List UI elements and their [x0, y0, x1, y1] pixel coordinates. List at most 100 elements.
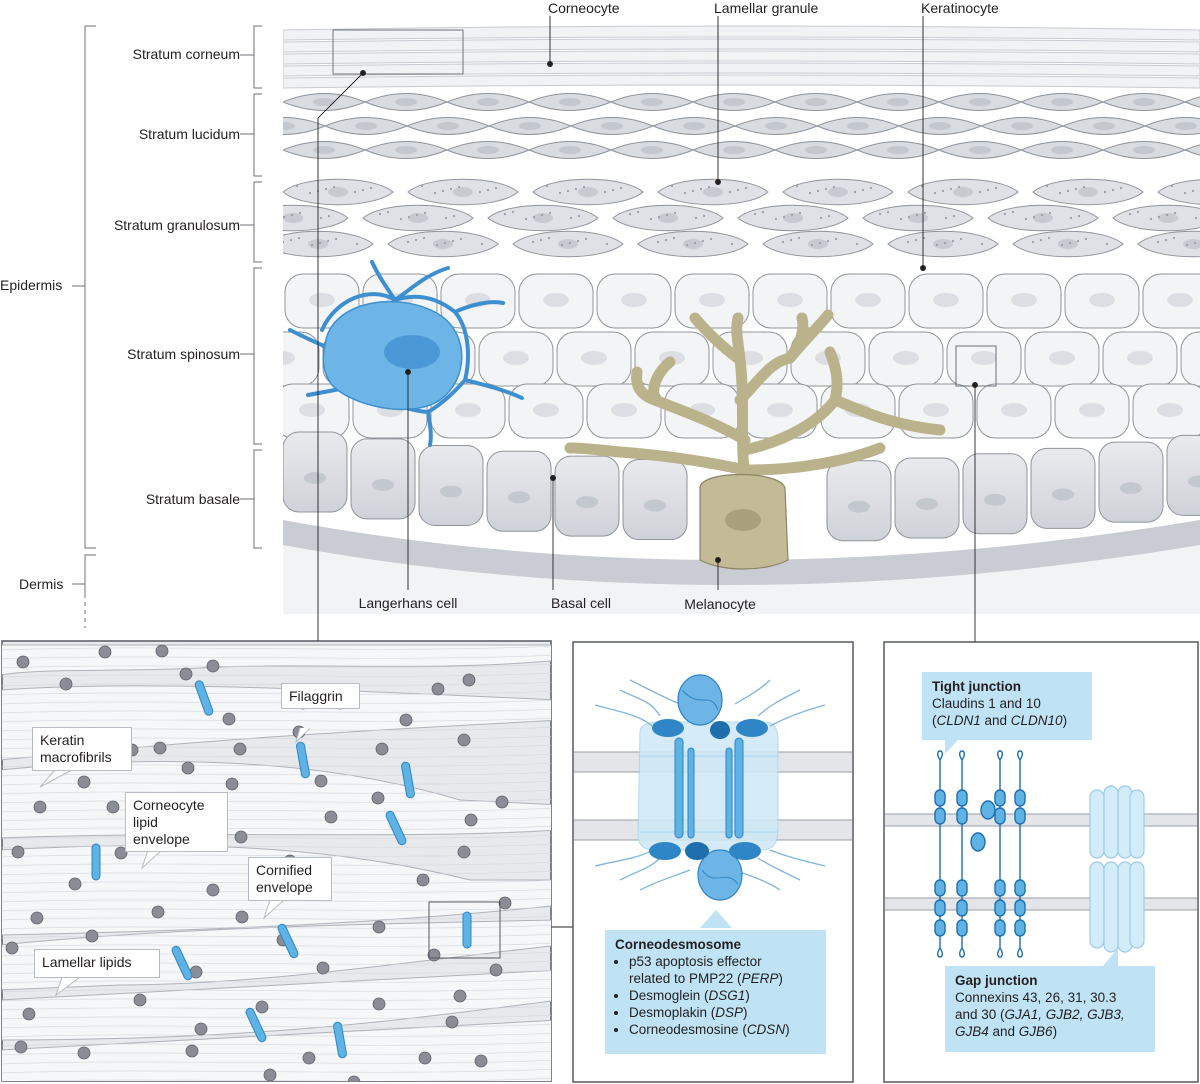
lucidum-nucleus	[313, 98, 335, 106]
lamellar-granule-dot	[449, 187, 453, 191]
basal-cells	[283, 431, 1200, 542]
lucidum-cell	[1183, 96, 1200, 108]
lamellar-granule-dot	[826, 239, 830, 243]
component-cdsn: Corneodesmosine (CDSN)	[629, 1021, 816, 1038]
lamellar-granule-dot	[798, 211, 802, 215]
lamellar-granule-dot	[283, 215, 286, 219]
keratin-fibril	[2, 1006, 551, 1011]
lamellar-granule-dot	[452, 214, 456, 218]
keratin-fibril	[2, 664, 551, 669]
lamellar-granule-dot	[795, 184, 799, 188]
lamellar-granule-dot	[480, 242, 484, 246]
lamellar-granule-dot	[1060, 243, 1064, 247]
granulosum-nucleus	[703, 187, 723, 197]
claudin-segment	[1014, 919, 1026, 937]
label-stratum-basale: Stratum basale	[145, 491, 240, 507]
claudin-segment	[1014, 789, 1026, 807]
langerhans-cell	[288, 260, 524, 447]
filaggrin-granule	[235, 910, 249, 924]
lamellar-granule-dot	[582, 185, 586, 189]
keratin-fibril	[2, 925, 551, 930]
keratin-fibril	[2, 799, 551, 804]
claudin-loop	[970, 832, 986, 852]
spinosum-nucleus	[283, 351, 295, 365]
lamellar-granule-dot	[503, 212, 507, 216]
lamellar-granule-dot	[619, 186, 623, 190]
lamellar-granule-dot	[819, 216, 823, 220]
lamellar-granule-dot	[709, 237, 713, 241]
filaggrin-text: Filaggrin	[289, 688, 343, 704]
spinosum-nucleus	[923, 403, 949, 417]
corneodesmosome-rod	[296, 741, 310, 779]
basal-nucleus	[440, 485, 462, 498]
spinosum-nucleus	[621, 293, 647, 307]
keratin-line-2: macrofibrils	[40, 749, 112, 765]
lamellar-granule-dot	[914, 238, 918, 242]
lamellar-granule-dot	[539, 238, 543, 242]
lamellar-granule-dot	[1069, 216, 1073, 220]
claudin-segment	[956, 879, 968, 897]
filaggrin-granule	[22, 1007, 36, 1021]
lamellar-granule-dot	[378, 212, 382, 216]
granulosum-nucleus	[533, 213, 553, 223]
lamellar-granule-dot	[443, 241, 447, 245]
claudin-segment	[1014, 899, 1026, 917]
lamellar-granule-dot	[878, 212, 882, 216]
filaggrin-granule	[68, 877, 82, 891]
lamellar-granule-dot	[577, 214, 581, 218]
lucidum-nucleus	[969, 146, 991, 154]
lamellar-granule-dot	[308, 191, 312, 195]
lucidum-nucleus	[723, 146, 745, 154]
lamellar-granule-dot	[693, 241, 697, 245]
granulosum-nucleus	[453, 187, 473, 197]
gap-junction-line-1: Connexins 43, 26, 31, 30.3	[955, 990, 1117, 1005]
tight-junction-line-2: (CLDN1 and CLDN10)	[932, 713, 1068, 728]
lamellar-granule-dot	[1136, 210, 1140, 214]
lamellar-granule-dot	[994, 186, 998, 190]
lamellar-granule-dot	[855, 242, 859, 246]
corneodesmosome-rod	[277, 923, 299, 959]
filaggrin-granule	[418, 1051, 432, 1065]
filaggrin-granule	[314, 774, 328, 788]
claudin-strand	[937, 750, 943, 958]
lucidum-nucleus	[887, 98, 909, 106]
basal-nucleus	[916, 497, 938, 510]
spinosum-nucleus	[611, 403, 637, 417]
corneum-sheets	[283, 25, 1200, 89]
lamellar-granule-dot	[262, 211, 264, 213]
lamellar-granule-dot	[319, 216, 323, 220]
tight-junction-line-1: Claudins 1 and 10	[932, 696, 1041, 711]
lamellar-granule-dot	[899, 217, 903, 221]
granulosum-nucleus	[953, 187, 973, 197]
lamellar-granule-dot	[790, 213, 794, 217]
lamellar-granule-dot	[1032, 215, 1036, 219]
lamellar-granule-dot	[628, 212, 632, 216]
callout-lamellar-lipids: Lamellar lipids	[34, 949, 160, 978]
filaggrin-granule	[371, 791, 385, 805]
label-melanocyte: Melanocyte	[684, 596, 756, 612]
label-epidermis: Epidermis	[0, 277, 63, 293]
lamellar-granule-dot	[816, 189, 820, 193]
lucidum-nucleus	[1175, 122, 1197, 130]
label-stratum-spinosum: Stratum spinosum	[127, 346, 240, 362]
spinosum-nucleus	[1157, 403, 1183, 417]
tight-junction-title: Tight junction	[932, 679, 1021, 694]
lamellar-granule-dot	[923, 211, 927, 215]
lamellar-granule-dot	[569, 216, 573, 220]
lamellar-granule-dot	[560, 243, 564, 247]
spinosum-nucleus	[767, 403, 793, 417]
lamellar-granule-dot	[334, 237, 338, 241]
lamellar-granule-dot	[1040, 213, 1044, 217]
spinosum-nucleus	[581, 351, 607, 365]
claudin-segment	[934, 807, 946, 825]
lucidum-nucleus	[601, 122, 623, 130]
lamellar-granule-dot	[1111, 188, 1115, 192]
lamellar-granule-dot	[1039, 238, 1043, 242]
granulosum-nucleus	[658, 213, 678, 223]
basal-nucleus	[1188, 475, 1200, 488]
lamellar-granule-dot	[1157, 215, 1161, 219]
keratin-fibril	[2, 835, 551, 840]
lamellar-granule-dot	[297, 236, 301, 240]
claudin-segment	[994, 899, 1006, 917]
corneodesmosome-rod	[401, 761, 415, 799]
